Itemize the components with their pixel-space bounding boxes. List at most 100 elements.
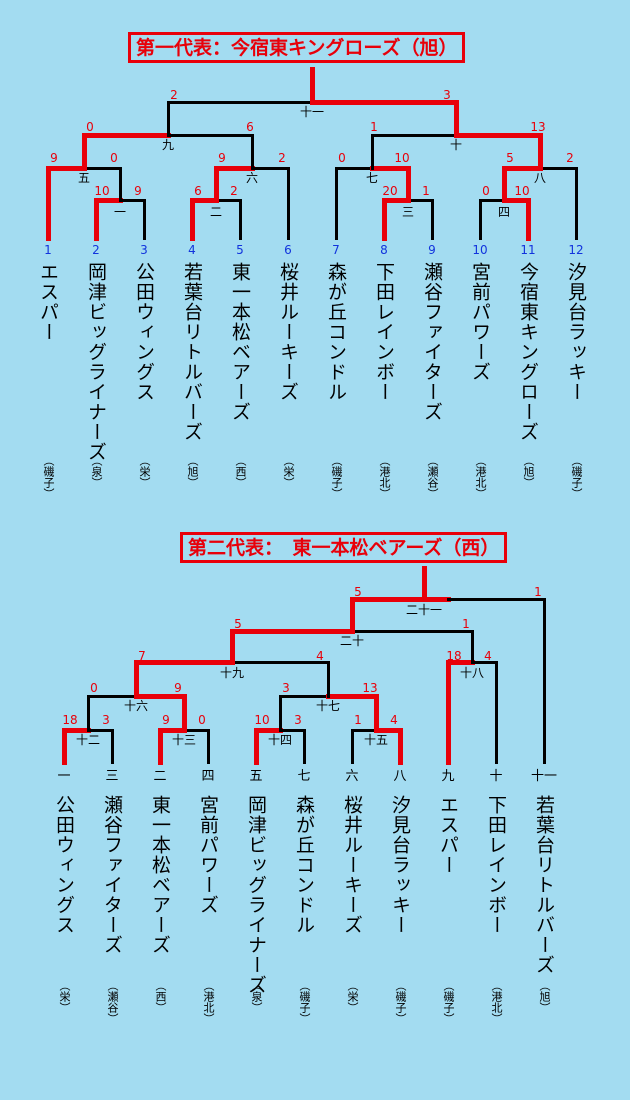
- bracket-line: [478, 198, 482, 240]
- score-label: 1: [462, 617, 470, 631]
- bracket-line: [421, 565, 427, 602]
- bracket-line: [350, 728, 378, 732]
- score-label: 1: [534, 585, 542, 599]
- bracket-line: [214, 198, 242, 202]
- bracket-title-first-representative: 第一代表：今宿東キングローズ（旭）: [128, 32, 466, 63]
- bracket-line: [542, 597, 546, 764]
- score-label: 6: [246, 120, 254, 134]
- team-name: 公田ウィングス: [133, 262, 155, 402]
- seed-number: 三: [105, 769, 119, 784]
- team-name: 瀬谷ファイターズ: [101, 795, 123, 955]
- bracket-line: [501, 197, 531, 203]
- seed-number: 8: [380, 243, 388, 257]
- team-area: （港北）: [378, 455, 391, 499]
- score-label: 0: [90, 681, 98, 695]
- bracket-line: [453, 99, 459, 138]
- score-label: 9: [218, 151, 226, 165]
- score-label: 2: [566, 151, 574, 165]
- seed-number: 十一: [530, 769, 557, 784]
- bracket-line: [206, 728, 210, 764]
- game-number-label: 十六: [123, 699, 148, 713]
- bracket-line: [501, 165, 507, 203]
- seed-number: 7: [332, 243, 340, 257]
- bracket-line: [229, 628, 235, 665]
- seed-number: 七: [297, 769, 311, 784]
- bracket-line: [381, 197, 411, 203]
- bracket-line: [278, 694, 282, 732]
- team-name: 東一本松ベアーズ: [229, 262, 251, 422]
- score-label: 1: [354, 713, 362, 727]
- team-area: （旭）: [186, 455, 199, 488]
- game-number-label: 十二: [75, 733, 100, 747]
- bracket-line: [118, 166, 122, 202]
- seed-number: 一: [57, 769, 71, 784]
- seed-number: 八: [393, 769, 407, 784]
- team-area: （西）: [154, 980, 167, 1013]
- bracket-line: [45, 165, 87, 171]
- game-number-label: 五: [77, 171, 90, 185]
- bracket-line: [166, 133, 254, 137]
- bracket-line: [278, 694, 330, 698]
- game-number-label: 十一: [299, 105, 324, 119]
- score-label: 10: [254, 713, 270, 727]
- bracket-line: [181, 693, 187, 733]
- bracket-line: [373, 693, 379, 733]
- bracket-line: [494, 660, 498, 764]
- bracket-line: [133, 693, 187, 699]
- bracket-line: [350, 629, 474, 633]
- team-name: 若葉台リトルバーズ: [533, 795, 555, 975]
- score-label: 10: [94, 184, 110, 198]
- game-number-label: 二: [209, 205, 222, 219]
- game-number-label: 二十: [339, 634, 364, 648]
- seed-number: 十: [489, 769, 503, 784]
- bracket-line: [470, 629, 474, 664]
- bracket-line: [189, 197, 195, 241]
- team-area: （磯子）: [42, 455, 55, 499]
- bracket-line: [86, 728, 114, 732]
- bracket-line: [445, 659, 451, 765]
- bracket-line: [350, 728, 354, 764]
- team-name: 今宿東キングローズ: [517, 262, 539, 442]
- team-area: （西）: [234, 455, 247, 488]
- score-label: 6: [194, 184, 202, 198]
- team-area: （磯子）: [298, 980, 311, 1024]
- score-label: 3: [443, 88, 451, 102]
- team-name: 東一本松ベアーズ: [149, 795, 171, 955]
- seed-number: 六: [345, 769, 359, 784]
- score-label: 10: [514, 184, 530, 198]
- bracket-line: [229, 628, 355, 634]
- bracket-line: [157, 727, 163, 765]
- seed-number: 11: [520, 243, 536, 257]
- bracket-line: [326, 660, 330, 698]
- bracket-line: [406, 198, 434, 202]
- bracket-line: [309, 66, 315, 105]
- team-area: （栄）: [138, 455, 151, 488]
- team-name: 汐見台ラッキー: [389, 795, 411, 935]
- team-name: 下田レインボー: [373, 262, 395, 402]
- bracket-line: [250, 166, 290, 170]
- bracket-line: [405, 165, 411, 203]
- game-number-label: 七: [365, 171, 378, 185]
- seed-number: 5: [236, 243, 244, 257]
- bracket-line: [453, 132, 543, 138]
- seed-number: 五: [249, 769, 263, 784]
- team-area: （瀬谷）: [106, 980, 119, 1024]
- score-label: 0: [198, 713, 206, 727]
- team-area: （泉）: [250, 980, 263, 1013]
- game-number-label: 十: [449, 138, 462, 152]
- bracket-line: [81, 132, 87, 171]
- seed-number: 1: [44, 243, 52, 257]
- team-name: 桜井ルーキーズ: [341, 795, 363, 935]
- game-number-label: 十五: [363, 733, 388, 747]
- bracket-line: [309, 99, 459, 105]
- team-area: （磯子）: [330, 455, 343, 499]
- team-area: （磯子）: [570, 455, 583, 499]
- game-number-label: 十九: [219, 666, 244, 680]
- bracket-line: [478, 198, 506, 202]
- team-name: エスパー: [37, 262, 59, 342]
- score-label: 3: [102, 713, 110, 727]
- bracket-line: [166, 100, 314, 104]
- bracket-line: [525, 197, 531, 241]
- bracket-line: [302, 728, 306, 764]
- score-label: 18: [446, 649, 462, 663]
